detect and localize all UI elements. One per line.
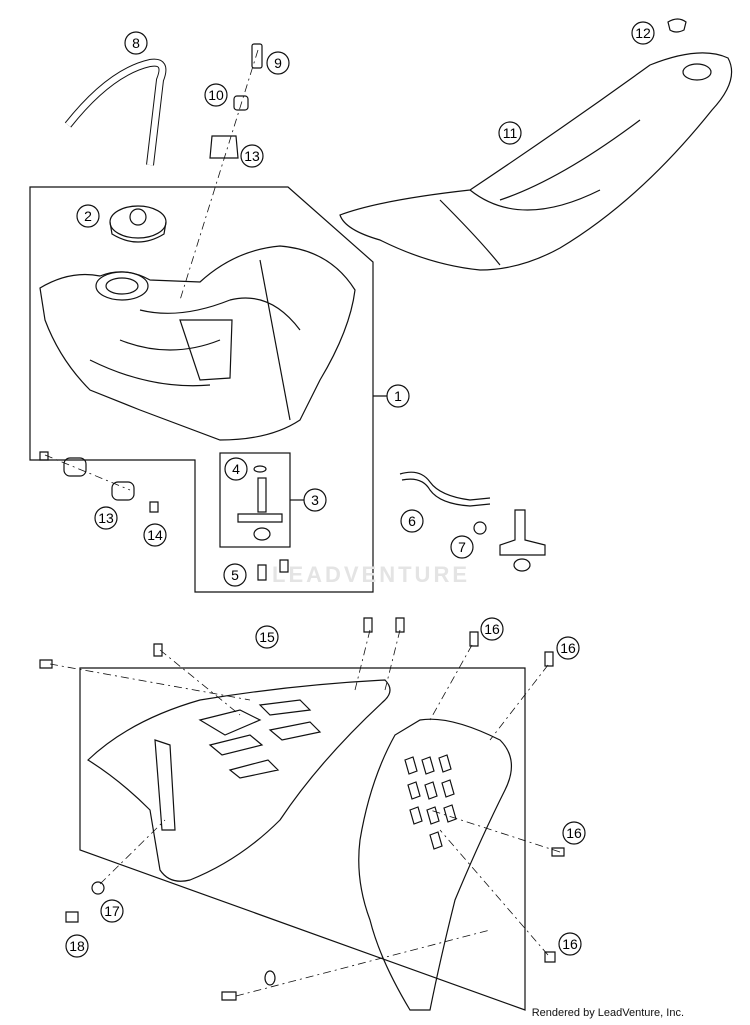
- callout-c2: 2: [76, 204, 100, 228]
- callout-c13b: 13: [94, 506, 118, 530]
- callout-number: 16: [562, 936, 578, 952]
- fuel-line-6: [399, 471, 491, 501]
- callout-number: 18: [69, 938, 85, 954]
- screw-top-3: [153, 643, 163, 657]
- callout-number: 16: [484, 621, 500, 637]
- tank-group-box: [29, 186, 374, 593]
- callout-c12: 12: [631, 21, 655, 45]
- valve-10: [233, 95, 249, 111]
- petcock: [257, 477, 267, 513]
- screw-top-2: [395, 617, 405, 633]
- callout-number: 13: [244, 148, 260, 164]
- callout-c3: 3: [303, 488, 327, 512]
- callout-c18: 18: [65, 934, 89, 958]
- bolt-left: [39, 451, 49, 461]
- rendered-by-footer: Rendered by LeadVenture, Inc.: [531, 1007, 684, 1019]
- callout-c13a: 13: [240, 144, 264, 168]
- left-shroud: [87, 679, 391, 882]
- callout-number: 3: [311, 492, 319, 508]
- watermark: LEADVENTURE: [272, 562, 471, 587]
- screw-top-1: [363, 617, 373, 633]
- callout-number: 14: [147, 527, 163, 543]
- seat: [339, 52, 733, 271]
- callout-c7: 7: [450, 535, 474, 559]
- screw-14: [149, 501, 159, 513]
- callout-number: 15: [259, 629, 275, 645]
- callout-number: 5: [231, 567, 239, 583]
- grommet-13-lower: [111, 481, 135, 501]
- callout-number: 8: [132, 35, 140, 51]
- callout-number: 2: [84, 208, 92, 224]
- seat-bolt: [667, 18, 687, 33]
- callout-number: 11: [503, 125, 518, 141]
- callout-c16c: 16: [562, 821, 586, 845]
- o-ring-4: [253, 465, 267, 473]
- callout-c1: 1: [386, 384, 410, 408]
- grommet-13-top: [209, 135, 239, 159]
- screw-16b: [544, 651, 554, 667]
- callout-c16d: 16: [558, 932, 582, 956]
- callout-number: 16: [560, 640, 576, 656]
- callout-c5: 5: [223, 563, 247, 587]
- bolt-18: [65, 911, 79, 923]
- callout-number: 12: [635, 25, 651, 41]
- callout-c16a: 16: [480, 617, 504, 641]
- shroud-group-box: [79, 667, 526, 1011]
- callout-number: 13: [98, 510, 114, 526]
- callout-number: 6: [408, 513, 416, 529]
- grommet-left-1: [63, 457, 87, 477]
- bolt-bottom: [221, 991, 237, 1001]
- callout-c17: 17: [100, 899, 124, 923]
- right-shroud: [358, 718, 512, 1011]
- fuel-cap: [109, 205, 167, 239]
- screw-16c: [551, 847, 565, 857]
- callout-c9: 9: [266, 51, 290, 75]
- callout-c16b: 16: [556, 636, 580, 660]
- callout-number: 10: [208, 87, 224, 103]
- callout-number: 7: [458, 539, 466, 555]
- callout-number: 1: [394, 388, 402, 404]
- washer-17: [91, 881, 105, 895]
- callout-number: 17: [104, 903, 120, 919]
- callout-c8: 8: [124, 31, 148, 55]
- callout-c4: 4: [224, 457, 248, 481]
- tap-fitting: [499, 509, 546, 556]
- callout-c14: 14: [143, 523, 167, 547]
- screw-16d: [544, 951, 556, 963]
- callout-number: 9: [274, 55, 282, 71]
- screw-left: [39, 659, 53, 669]
- callout-c11: 11: [498, 121, 522, 145]
- callout-c6: 6: [400, 509, 424, 533]
- screw-16a: [469, 631, 479, 647]
- callout-number: 4: [232, 461, 240, 477]
- clamp-7: [473, 521, 487, 535]
- callout-c10: 10: [204, 83, 228, 107]
- screw-5: [257, 559, 289, 581]
- callout-c15: 15: [255, 625, 279, 649]
- vent-screw-9: [251, 43, 263, 69]
- callout-number: 16: [566, 825, 582, 841]
- fuel-tank: [39, 245, 356, 441]
